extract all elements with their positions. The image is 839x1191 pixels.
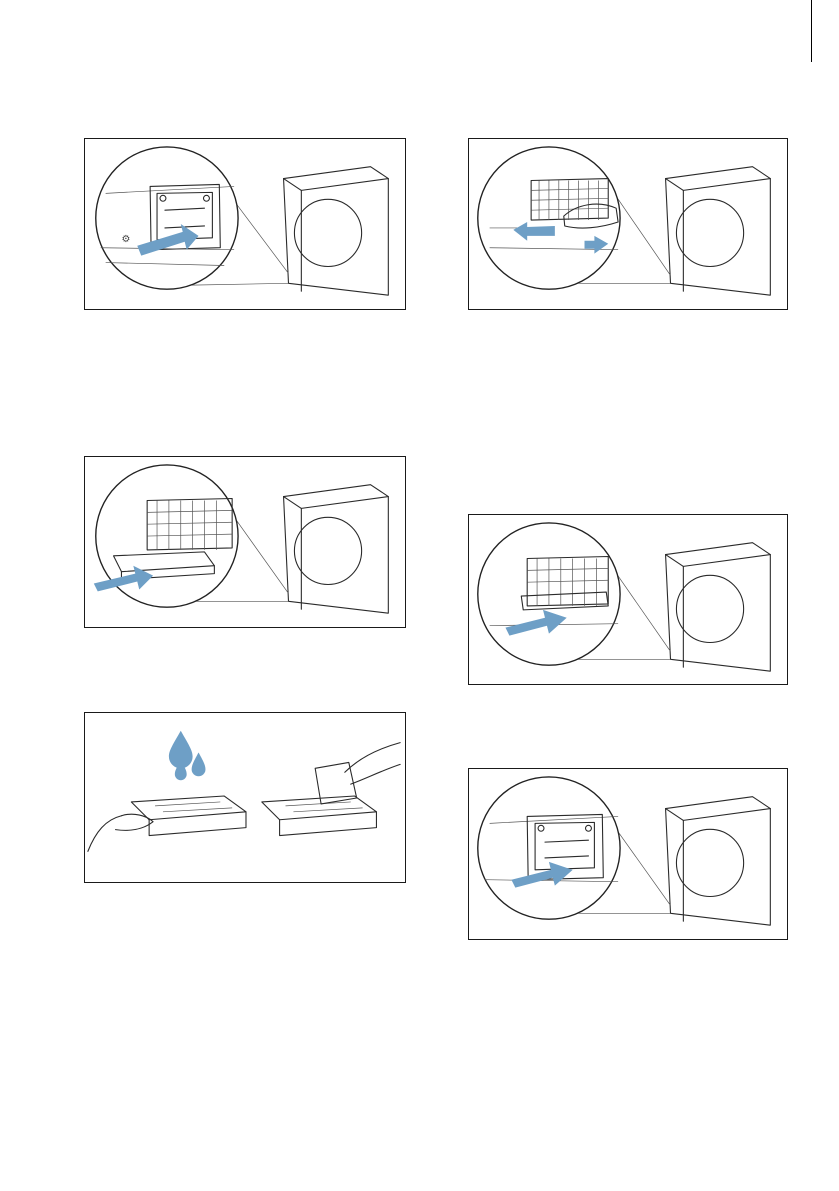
zoom-circle: ⚙	[96, 147, 238, 289]
svg-text:⚙: ⚙	[121, 234, 130, 245]
illustration-step-remove-cover: ⚙	[84, 138, 406, 310]
water-drops-icon	[169, 731, 206, 780]
illustration-step-close-cover	[468, 768, 788, 940]
page-edge-mark	[811, 0, 812, 62]
illustration-step-remove-filter	[468, 138, 788, 310]
zoom-circle	[478, 523, 620, 665]
heat-exchanger-rinse	[88, 796, 246, 851]
zoom-circle	[478, 777, 620, 919]
illustration-step-rinse-and-dry	[84, 712, 406, 883]
dryer-icon	[666, 543, 771, 671]
illustration-step-insert-exchanger	[468, 514, 788, 685]
heat-exchanger-wipe	[262, 743, 400, 836]
dryer-icon	[284, 485, 389, 613]
zoom-circle	[478, 147, 620, 289]
dryer-icon	[284, 167, 389, 295]
dryer-icon	[666, 167, 771, 295]
dryer-icon	[666, 797, 771, 925]
illustration-step-pull-out-exchanger	[84, 456, 406, 628]
